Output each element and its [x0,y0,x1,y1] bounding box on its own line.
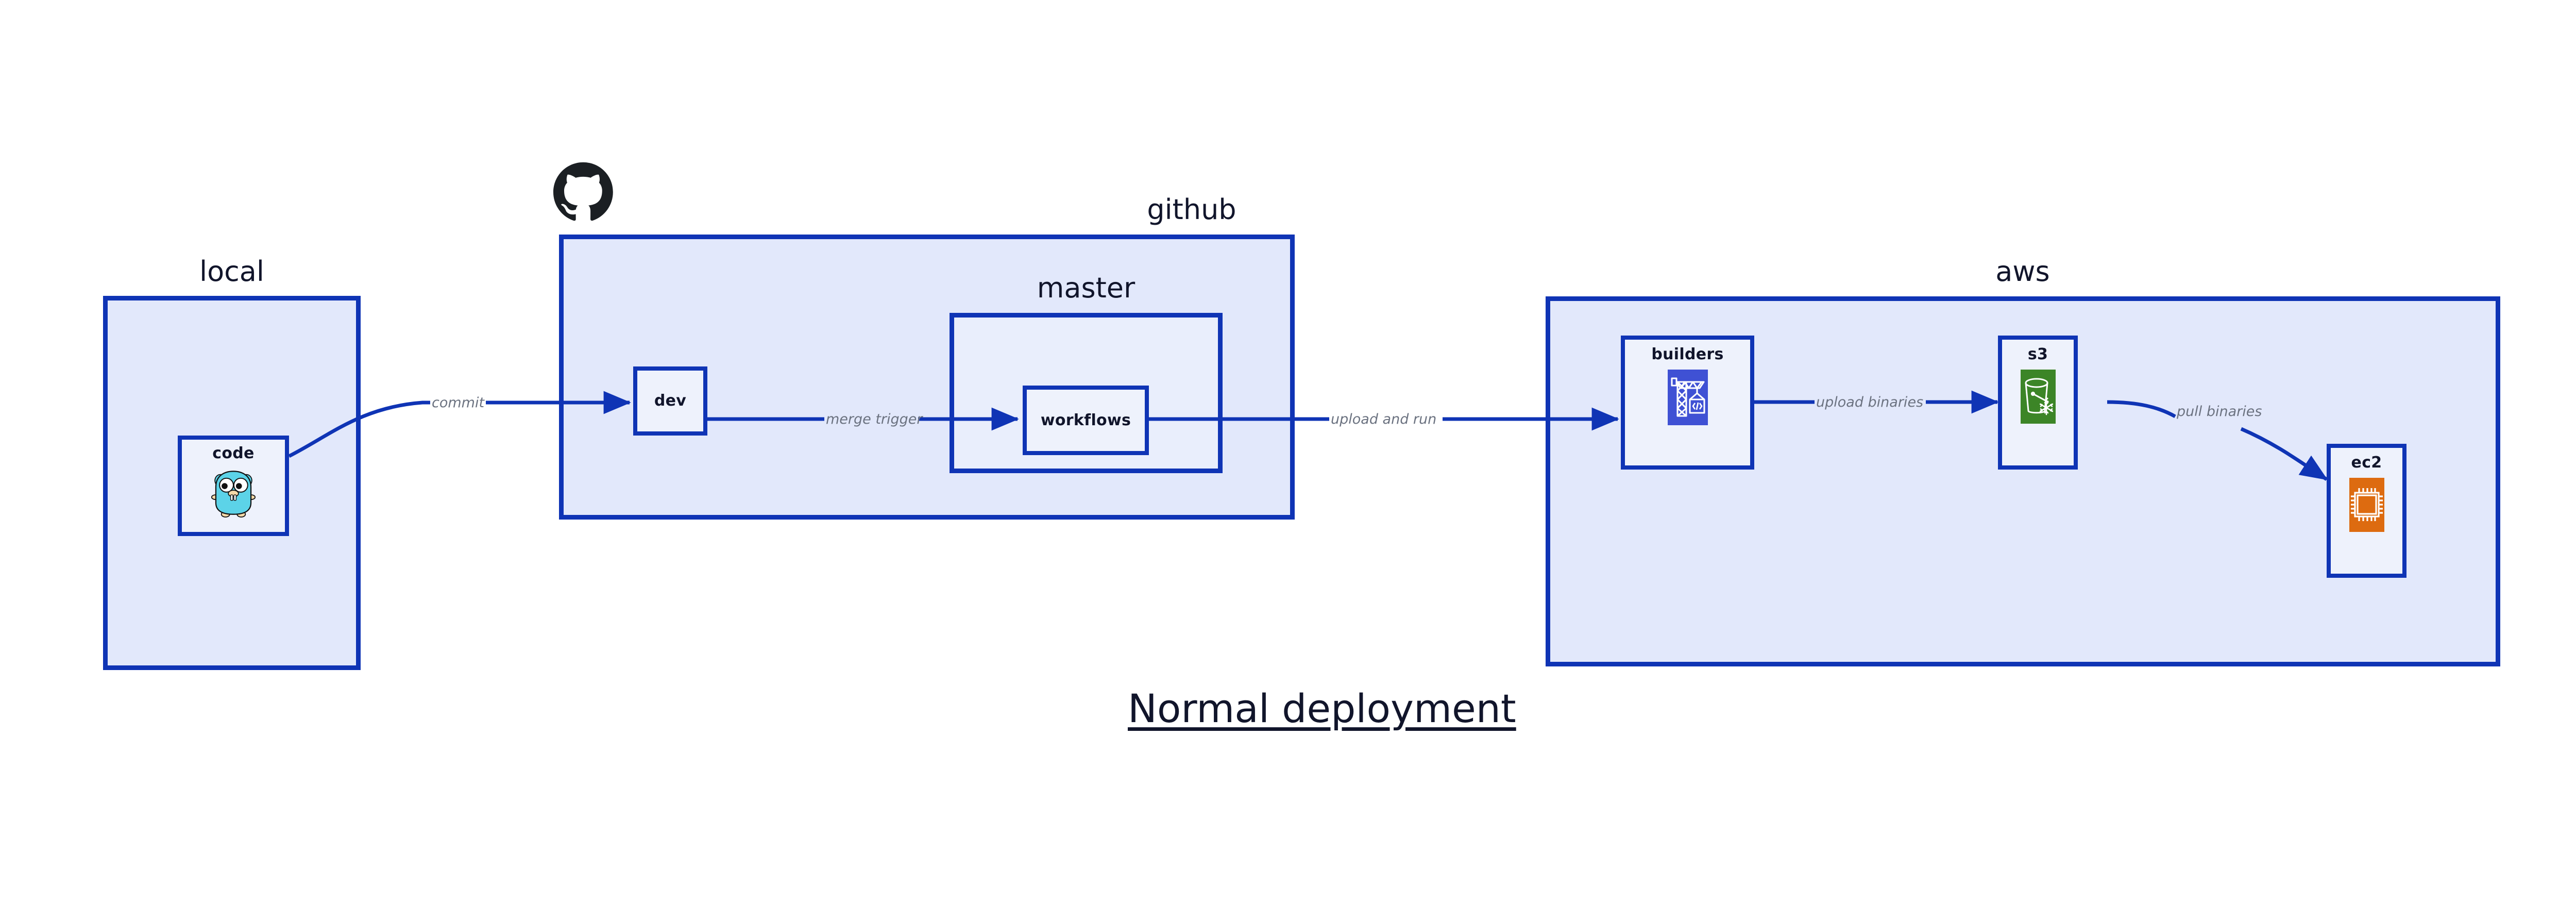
aws-codebuild-icon [1667,370,1708,427]
cluster-label-github: github [1147,193,1236,226]
edge-label-upload-and-run: upload and run [1331,411,1437,427]
edge-label-commit: commit [432,395,485,411]
go-gopher-icon [210,469,257,520]
cluster-label-local: local [199,255,264,288]
github-mark-icon [553,162,613,221]
node-label-dev: dev [654,392,687,410]
edge-label-upload-binaries: upload binaries [1816,394,1924,410]
node-dev[interactable]: dev [633,366,707,436]
node-ec2[interactable]: ec2 [2327,444,2406,578]
cluster-label-aws: aws [1995,255,2050,288]
node-label-ec2: ec2 [2351,454,2382,472]
node-label-code: code [212,444,255,462]
node-label-workflows: workflows [1040,411,1131,429]
node-s3[interactable]: s3 [1998,336,2078,470]
node-workflows[interactable]: workflows [1023,386,1149,455]
node-code[interactable]: code [178,436,289,536]
edge-label-merge-trigger: merge trigger [826,411,923,427]
node-builders[interactable]: builders [1621,336,1754,470]
cluster-label-master: master [1037,272,1136,304]
node-label-s3: s3 [2027,345,2048,363]
page-title: Normal deployment [1128,686,1516,731]
aws-ec2-icon [2349,478,2384,534]
aws-s3-glacier-icon [2020,370,2056,426]
node-label-builders: builders [1651,345,1724,363]
edge-label-pull-binaries: pull binaries [2177,404,2262,420]
